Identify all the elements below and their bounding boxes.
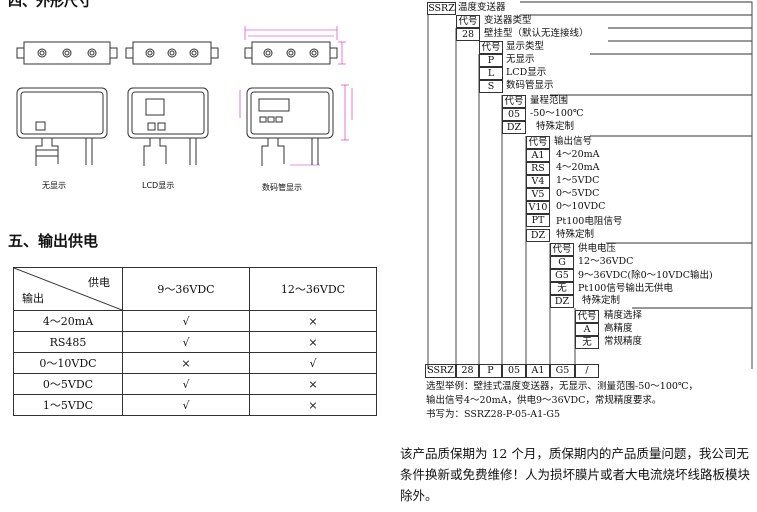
device-front-view-1 — [16, 87, 108, 166]
device-top-view-2 — [125, 41, 219, 65]
column-header: 9～36VDC — [122, 267, 250, 311]
power-code: G5 — [550, 269, 574, 282]
power-code: DZ — [550, 295, 574, 308]
precision-desc: 常规精度 — [604, 336, 643, 347]
power-code: 无 — [550, 282, 574, 295]
example-cell: 05 — [502, 364, 526, 378]
range-code-label: 代号 — [502, 95, 526, 108]
display-desc: 无显示 — [506, 54, 535, 65]
output-code: V4 — [526, 175, 550, 188]
caption-no-display: 无显示 — [42, 181, 66, 190]
section5-heading: 五、输出供电 — [8, 232, 99, 250]
row-output: 1～5VDC — [13, 394, 123, 416]
range-title: 量程范围 — [530, 95, 569, 106]
supply-table: 供电 输出 9～36VDC 12～36VDC 4～20mA√× RS485√× … — [13, 267, 377, 416]
power-title: 供电电压 — [578, 243, 617, 254]
device-top-view-3 — [244, 41, 338, 65]
corner-top-label: 供电 — [88, 276, 110, 289]
output-code: PT — [526, 214, 550, 227]
output-code: V10 — [526, 201, 550, 214]
table-row: 0～5VDC√× — [13, 373, 377, 395]
table-row: 4～20mA√× — [13, 310, 377, 332]
output-desc: Pt100电阻信号 — [556, 216, 623, 227]
display-code-label: 代号 — [479, 41, 503, 54]
caption-led-display: 数码管显示 — [262, 183, 302, 192]
example-cell: G5 — [550, 364, 575, 378]
example-text-line-1: 选型举例：壁挂式温度变送器，无显示、测量范围-50～100℃， — [426, 381, 699, 392]
display-code: S — [479, 80, 503, 93]
table-row: 0～10VDC×√ — [13, 352, 377, 374]
power-code-label: 代号 — [550, 243, 574, 256]
warranty-paragraph: 该产品质保期为 12 个月，质保期内的产品质量问题，我公司无条件换新或免费维修！… — [400, 446, 751, 503]
selection-tree-lines — [427, 1, 753, 369]
caption-lcd-display: LCD显示 — [142, 181, 175, 190]
power-desc: 9～36VDC(除0～10VDC输出) — [578, 270, 713, 281]
output-code: V5 — [526, 188, 550, 201]
example-cell: P — [479, 364, 502, 378]
precision-code-label: 代号 — [575, 310, 599, 323]
output-desc: 0～5VDC — [556, 188, 600, 199]
output-desc: 0～10VDC — [556, 201, 606, 212]
range-desc: 特殊定制 — [536, 121, 575, 132]
device-front-view-3 — [246, 87, 334, 166]
type-code-label: 代号 — [456, 15, 480, 28]
range-code: DZ — [502, 121, 526, 134]
display-desc: LCD显示 — [506, 67, 547, 78]
output-title: 输出信号 — [554, 136, 593, 147]
output-desc: 4～20mA — [556, 149, 600, 160]
power-desc: 特殊定制 — [582, 295, 621, 306]
output-code-label: 代号 — [526, 136, 550, 149]
output-code: A1 — [526, 149, 550, 162]
row-output: 0～10VDC — [13, 352, 123, 374]
example-cell: 28 — [456, 364, 479, 378]
display-title: 显示类型 — [506, 41, 545, 52]
corner-bottom-label: 输出 — [22, 292, 44, 305]
output-desc: 4～20mA — [556, 162, 600, 173]
precision-code: A — [575, 323, 599, 336]
example-cell: / — [575, 364, 599, 378]
example-text-line-3: 书写为：SSRZ28-P-05-A1-G5 — [426, 409, 561, 420]
column-header: 12～36VDC — [249, 267, 377, 311]
output-desc: 特殊定制 — [556, 229, 595, 240]
type-title: 变送器类型 — [484, 15, 532, 26]
table-row: RS485√× — [13, 331, 377, 353]
example-text-line-2: 输出信号4～20mA，供电9～36VDC，常规精度要求。 — [426, 395, 662, 406]
device-drawings — [16, 26, 353, 166]
type-code: 28 — [456, 28, 480, 41]
range-desc: -50～100℃ — [530, 108, 584, 119]
device-front-view-2 — [127, 87, 209, 166]
output-desc: 1～5VDC — [556, 175, 600, 186]
display-code: P — [479, 54, 503, 67]
power-desc: 12～36VDC — [578, 256, 634, 267]
table-row: 1～5VDC√× — [13, 394, 377, 416]
precision-desc: 高精度 — [604, 323, 633, 334]
cell-v12-36: × — [249, 394, 377, 416]
corner-cell: 供电 输出 — [13, 267, 123, 311]
model-desc: 温度变送器 — [458, 2, 506, 13]
output-code: DZ — [526, 229, 550, 242]
precision-code: 无 — [575, 336, 599, 349]
section4-heading: 四、外形尺寸 — [8, 0, 92, 10]
table-header-row: 供电 输出 9～36VDC 12～36VDC — [13, 267, 377, 311]
example-cell: A1 — [526, 364, 550, 378]
model-code: SSRZ — [427, 2, 456, 15]
display-code: L — [479, 67, 503, 80]
range-code: 05 — [502, 108, 526, 121]
example-cell: SSRZ — [425, 364, 456, 378]
precision-title: 精度选择 — [604, 310, 643, 321]
cell-v9-36: √ — [122, 394, 250, 416]
output-code: RS — [526, 162, 550, 175]
power-code: G — [550, 256, 574, 269]
type-desc: 壁挂型（默认无连接线） — [484, 28, 589, 39]
display-desc: 数码管显示 — [506, 80, 554, 91]
power-desc: Pt100信号输出无供电 — [578, 283, 673, 294]
device-top-view-1 — [16, 41, 118, 65]
